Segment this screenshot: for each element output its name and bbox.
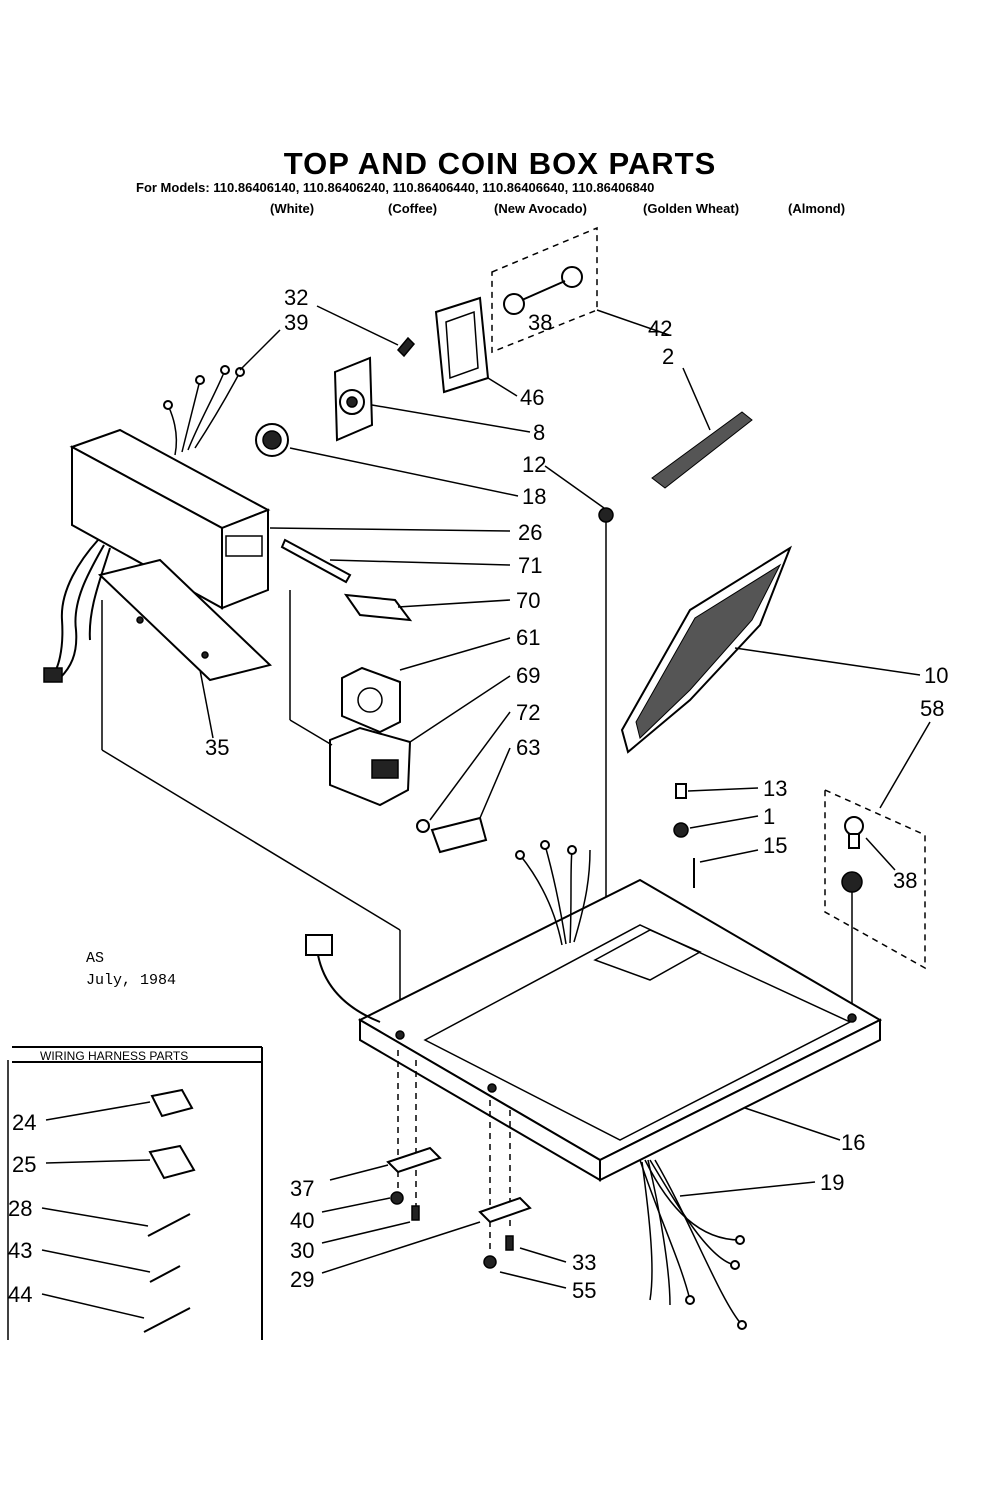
- bottom-harness: [639, 1159, 747, 1330]
- label-35: 35: [205, 735, 229, 760]
- label-61: 61: [516, 625, 540, 650]
- label-33: 33: [572, 1250, 596, 1275]
- label-70: 70: [516, 588, 540, 613]
- label-10: 10: [924, 663, 948, 688]
- top-panel: [357, 878, 883, 1182]
- label-16: 16: [841, 1130, 865, 1155]
- console-panel: [620, 545, 793, 754]
- screw-55: [483, 1255, 497, 1269]
- housing-top-wires: [163, 365, 245, 456]
- label-8: 8: [533, 420, 545, 445]
- label-2: 2: [662, 344, 674, 369]
- left-wire-harness: [43, 539, 111, 683]
- diagram-title: TOP AND COIN BOX PARTS: [283, 146, 717, 181]
- label-42: 42: [648, 316, 672, 341]
- mounting-plate: [97, 558, 273, 682]
- color-coffee: (Coffee): [388, 201, 438, 216]
- label-38b: 38: [893, 868, 917, 893]
- label-72: 72: [516, 700, 540, 725]
- terminal-28: [147, 1213, 191, 1237]
- label-1: 1: [763, 804, 775, 829]
- label-25: 25: [12, 1152, 36, 1177]
- label-29: 29: [290, 1267, 314, 1292]
- wiring-harness-title: WIRING HARNESS PARTS: [40, 1049, 189, 1063]
- label-55: 55: [572, 1278, 596, 1303]
- label-37: 37: [290, 1176, 314, 1201]
- label-43: 43: [8, 1238, 32, 1263]
- trim-piece: [651, 411, 753, 489]
- lock-group-58: [824, 788, 926, 1015]
- label-32: 32: [284, 285, 308, 310]
- label-38a: 38: [528, 310, 552, 335]
- label-26: 26: [518, 520, 542, 545]
- models-line: For Models: 110.86406140, 110.86406240, …: [136, 180, 655, 195]
- color-golden-wheat: (Golden Wheat): [643, 201, 740, 216]
- label-30: 30: [290, 1238, 314, 1263]
- guide-line-e: [289, 719, 333, 746]
- color-new-avocado: (New Avocado): [494, 201, 587, 216]
- label-19: 19: [820, 1170, 844, 1195]
- key-72: [416, 819, 430, 833]
- screw-30: [411, 1205, 420, 1221]
- gear-part: [255, 423, 289, 457]
- label-12: 12: [522, 452, 546, 477]
- color-white: (White): [270, 201, 315, 216]
- label-69: 69: [516, 663, 540, 688]
- bracket-37: [386, 1146, 442, 1174]
- label-46: 46: [520, 385, 544, 410]
- terminal-43: [149, 1265, 181, 1283]
- part-labels: 32 39 38 42 2 46 8 12 18 26 71 70 61 69 …: [8, 285, 948, 1307]
- bracket-71: [280, 538, 352, 584]
- bracket-29: [478, 1196, 532, 1224]
- stamp-date: July, 1984: [86, 972, 177, 989]
- screw-13: [675, 783, 687, 799]
- label-18: 18: [522, 484, 546, 509]
- coin-vault-69: [329, 726, 412, 807]
- nut-1: [673, 822, 689, 838]
- screw-33: [505, 1235, 514, 1251]
- lock-key-group: [491, 226, 598, 354]
- coin-bezel: [434, 296, 490, 394]
- label-63: 63: [516, 735, 540, 760]
- label-71: 71: [518, 553, 542, 578]
- leader-lines: [41, 305, 931, 1319]
- grommet: [598, 507, 614, 523]
- label-39: 39: [284, 310, 308, 335]
- screw-40: [390, 1191, 404, 1205]
- wiring-harness-box: [7, 1046, 263, 1340]
- label-58: 58: [920, 696, 944, 721]
- label-15: 15: [763, 833, 787, 858]
- label-13: 13: [763, 776, 787, 801]
- latch-70: [343, 593, 413, 622]
- label-24: 24: [12, 1110, 36, 1135]
- coin-box-61: [341, 666, 401, 734]
- label-44: 44: [8, 1282, 32, 1307]
- color-almond: (Almond): [788, 201, 846, 216]
- coin-box-housing: [69, 428, 271, 610]
- center-harness: [515, 840, 591, 946]
- connector-24: [150, 1088, 194, 1118]
- coin-slide-assembly: [333, 356, 374, 442]
- screw-32: [396, 336, 416, 358]
- stamp-initials: AS: [86, 950, 105, 967]
- terminal-44: [143, 1307, 191, 1333]
- left-plug: [305, 934, 381, 1023]
- label-28: 28: [8, 1196, 32, 1221]
- guide-line-b: [101, 749, 401, 931]
- connector-25: [148, 1144, 196, 1180]
- label-40: 40: [290, 1208, 314, 1233]
- card-63: [430, 816, 488, 854]
